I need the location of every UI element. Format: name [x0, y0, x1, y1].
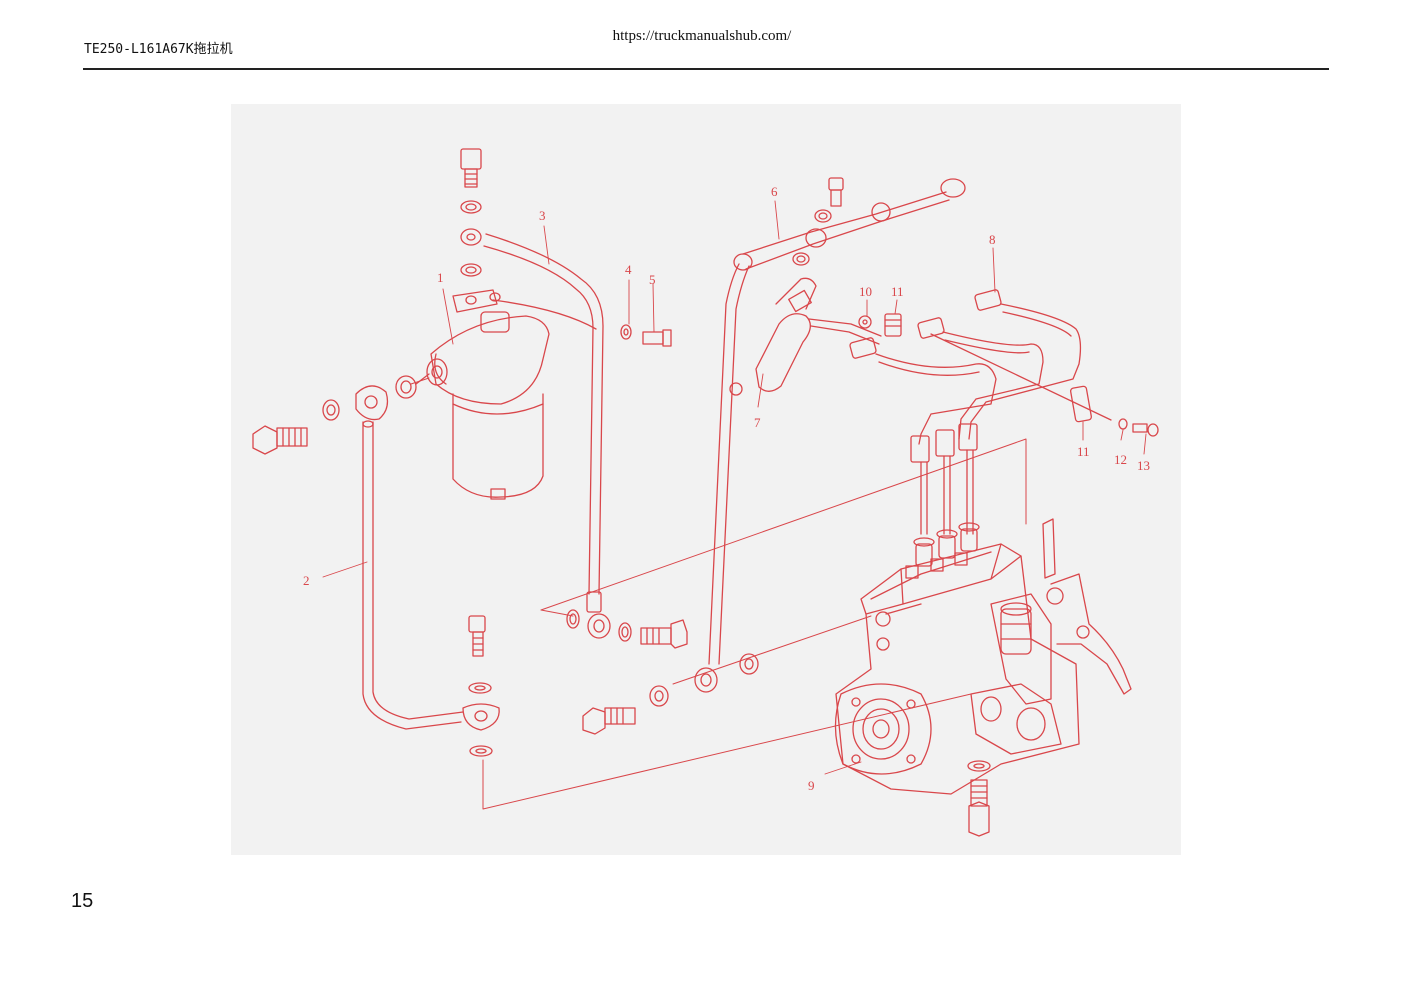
injector-fixings — [858, 313, 902, 337]
banjo-bolt-4-5 — [620, 324, 672, 347]
banjo-bolt-bottom — [566, 609, 688, 649]
callout-9: 9 — [808, 778, 815, 793]
banjo-bolt-left — [252, 373, 430, 455]
injector-7 — [729, 277, 882, 396]
callout-1: 1 — [437, 270, 444, 285]
callout-7: 7 — [754, 415, 761, 430]
callout-leaders — [322, 200, 1147, 775]
page-number: 15 — [71, 890, 94, 912]
callout-labels: 1 2 3 4 5 6 7 8 9 10 11 11 12 13 — [303, 184, 1150, 793]
document-title: TE250-L161A67K拖拉机 — [84, 42, 233, 57]
fuel-pipe-6 — [708, 177, 966, 665]
fuel-pipe-3 — [483, 233, 604, 613]
banjo-bolt-vertical — [462, 615, 500, 757]
callout-12: 12 — [1114, 452, 1127, 467]
center-lines — [410, 377, 1027, 810]
source-url[interactable]: https://truckmanualshub.com/ — [612, 28, 792, 44]
callout-11-clamp: 11 — [1077, 444, 1090, 459]
callout-11: 11 — [891, 284, 904, 299]
callout-2: 2 — [303, 573, 310, 588]
callout-5: 5 — [649, 272, 656, 287]
callout-6: 6 — [771, 184, 778, 199]
callout-10: 10 — [859, 284, 872, 299]
fuel-filter — [426, 148, 550, 500]
callout-13: 13 — [1137, 458, 1150, 473]
callout-8: 8 — [989, 232, 996, 247]
callout-4: 4 — [625, 262, 632, 277]
fuel-pipe-2 — [362, 420, 464, 730]
header-rule — [83, 68, 1329, 70]
banjo-bolt-pump-inlet — [582, 653, 759, 735]
pipe-clamp — [930, 333, 1159, 437]
high-pressure-pipes-8 — [849, 289, 1082, 535]
injection-pump-9 — [834, 518, 1132, 837]
exploded-parts-diagram: 1 2 3 4 5 6 7 8 9 10 11 11 12 13 — [231, 104, 1181, 855]
fuel-system-drawing: 1 2 3 4 5 6 7 8 9 10 11 11 12 13 — [252, 148, 1159, 837]
callout-3: 3 — [539, 208, 546, 223]
